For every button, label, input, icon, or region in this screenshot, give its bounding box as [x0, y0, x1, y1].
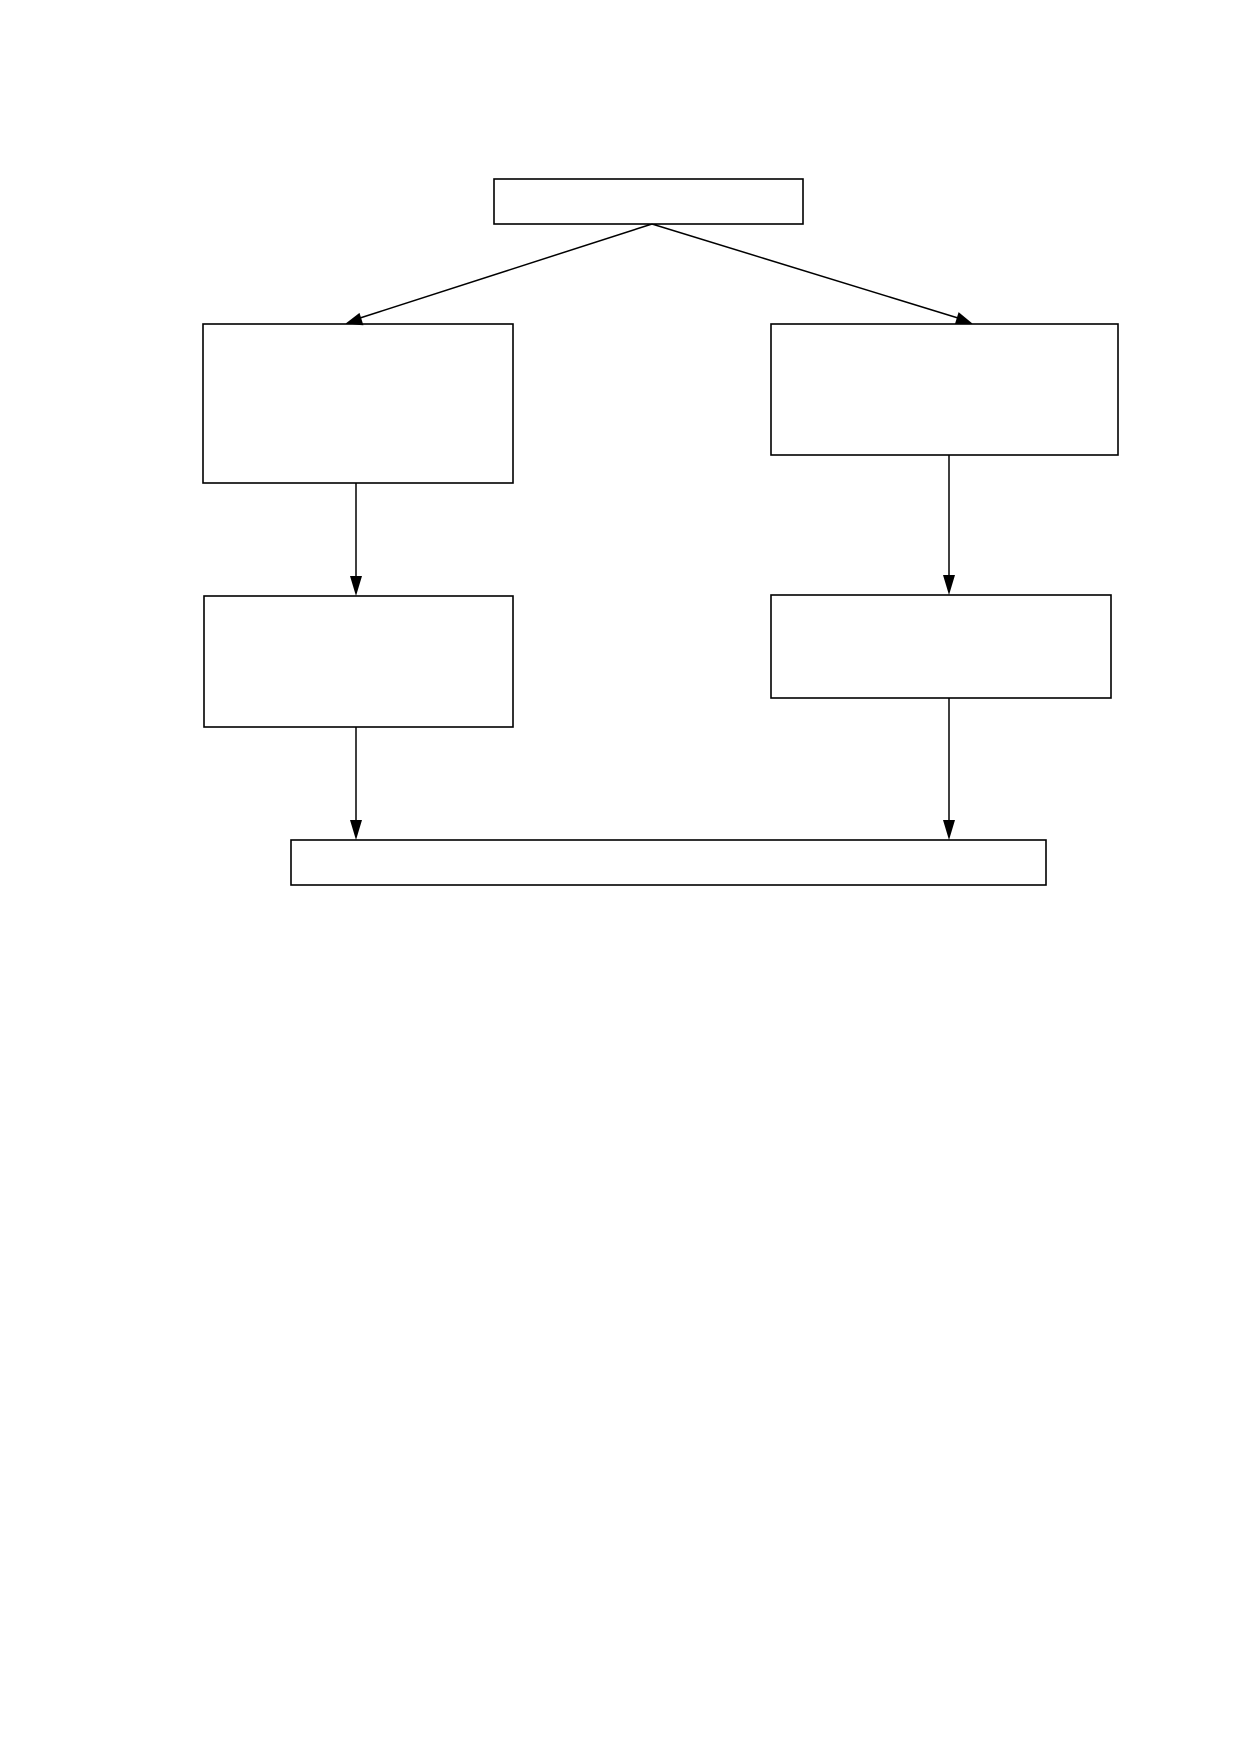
connector-top-to-left-1: [345, 223, 653, 326]
arrowhead-icon: [943, 575, 955, 595]
flowchart-box-left-1: [202, 323, 514, 484]
arrowhead-icon: [954, 312, 973, 325]
flowchart-box-right-2: [770, 594, 1112, 699]
connector-left-2-to-bottom: [350, 727, 362, 840]
arrowhead-icon: [345, 312, 364, 326]
arrowhead-icon: [350, 820, 362, 840]
flowchart-box-top: [493, 178, 804, 225]
flowchart-box-left-2: [203, 595, 514, 728]
connector-right-1-to-right-2: [943, 455, 955, 595]
connector-top-to-right-1: [651, 223, 973, 325]
arrowhead-icon: [350, 576, 362, 596]
flowchart-box-right-1: [770, 323, 1119, 456]
connector-right-2-to-bottom: [943, 698, 955, 840]
flowchart-box-bottom: [290, 839, 1047, 886]
connector-left-1-to-left-2: [350, 483, 362, 596]
arrowhead-icon: [943, 820, 955, 840]
